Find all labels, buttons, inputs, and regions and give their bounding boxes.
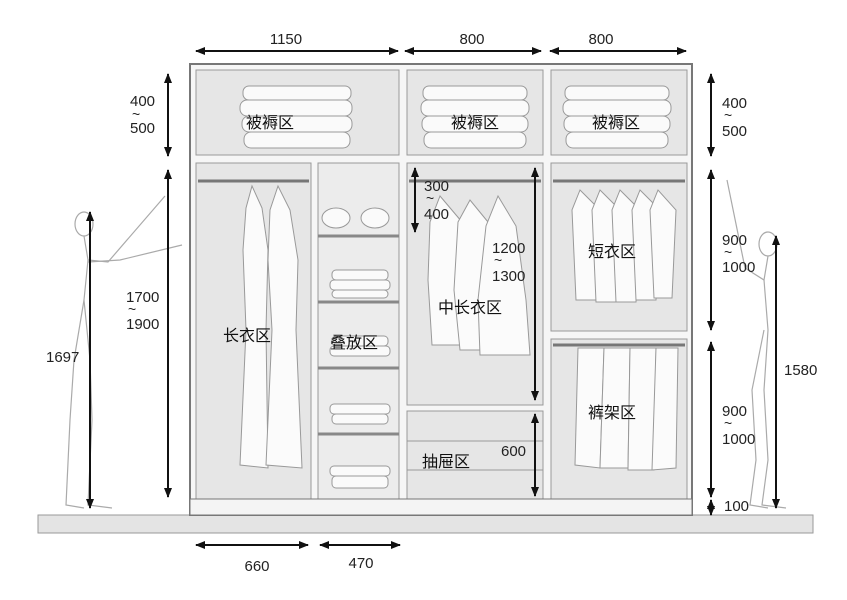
right-short-tilde: ~ [724,244,732,260]
drawer-height: 600 [501,443,526,460]
bottom-width-1: 660 [244,558,269,575]
top-width-3: 800 [588,31,613,48]
zone-drawer: 抽屉区 [422,453,470,471]
hang-height-b: 400 [424,206,449,223]
zone-long: 长衣区 [223,327,271,345]
right-pants-height-b: 1000 [722,431,755,448]
floor [37,514,814,534]
pants-illustration [574,347,679,471]
zone-fold: 叠放区 [330,334,378,352]
left-person-height: 1697 [46,349,79,366]
bottom-width-2: 470 [348,555,373,572]
top-width-2: 800 [459,31,484,48]
quilt-stack-2 [420,85,530,149]
hang-tilde: ~ [426,190,434,206]
long-coats-illustration [239,184,303,469]
dimension-arrows [86,47,780,549]
right-base-height: 100 [724,498,749,515]
left-top-height-b: 500 [130,120,155,137]
right-top-tilde: ~ [724,107,732,123]
zone-medium: 中长衣区 [438,299,502,317]
short-shirts-illustration [571,189,677,303]
medium-height-a: 1200 [492,240,525,257]
zone-pants: 裤架区 [588,404,636,422]
zone-short: 短衣区 [588,243,636,261]
left-top-tilde: ~ [132,106,140,122]
right-pants-tilde: ~ [724,415,732,431]
zone-quilt-2: 被褥区 [451,114,499,132]
quilt-stack-3 [562,85,672,149]
medium-height-b: 1300 [492,268,525,285]
medium-dresses-illustration [427,194,531,356]
zone-quilt-1: 被褥区 [246,114,294,132]
right-short-height-a: 900 [722,232,747,249]
left-mid-height-a: 1700 [126,289,159,306]
person-left-illustration [65,195,183,509]
zone-quilt-3: 被褥区 [592,114,640,132]
left-mid-tilde: ~ [128,301,136,317]
right-top-height-b: 500 [722,123,747,140]
medium-tilde: ~ [494,252,502,268]
left-mid-height-b: 1900 [126,316,159,333]
right-short-height-b: 1000 [722,259,755,276]
top-width-1: 1150 [270,31,302,48]
right-pants-height-a: 900 [722,403,747,420]
right-person-height: 1580 [784,362,817,379]
person-right-illustration [726,179,787,509]
folded-clothes-illustration [321,207,391,489]
hang-height-a: 300 [424,178,449,195]
quilt-stack-1 [239,85,353,149]
left-top-height-a: 400 [130,93,155,110]
right-top-height-a: 400 [722,95,747,112]
